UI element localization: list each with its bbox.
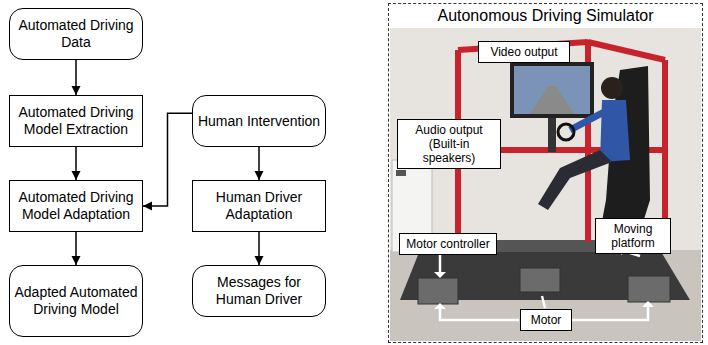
terminal-box: Adapted Automated Driving Model [9,265,143,337]
flow-arrow [143,113,192,210]
monitor [510,62,594,118]
arrowhead [72,171,81,180]
motor-center [520,268,560,292]
arrowhead [255,256,264,265]
part-label: Video output [478,41,570,63]
node-text: Audio output (Built-in speakers) [401,123,497,165]
terminal-box: Human Intervention [192,95,326,147]
cabinet-button [396,170,406,176]
screen [514,66,590,114]
seat [600,66,650,232]
arrowhead [255,171,264,180]
driver-head [601,77,623,99]
motor-right [628,276,670,302]
node-text: Moving platform [599,222,667,250]
node-text: Human Driver Adaptation [196,189,322,223]
monitor-stand [548,118,556,152]
motor-left [418,278,458,304]
node-text: Motor [531,313,562,327]
driver-shirt [600,100,630,162]
part-label: Moving platform [595,218,671,254]
part-label: Motor controller [399,233,497,255]
terminal-box: Messages for Human Driver [192,265,326,317]
node-text: Autonomous Driving Simulator [437,7,653,25]
flow-arrow [255,147,264,180]
node-text: Adapted Automated Driving Model [13,284,139,318]
driver-arm [570,112,604,130]
steering-wheel [558,124,574,140]
node-text: Automated Driving Data [13,17,139,51]
node-text: Video output [490,45,557,59]
node-text: Messages for Human Driver [196,274,322,308]
floor [390,250,701,341]
part-label: Motor [520,309,572,331]
arrowhead [72,256,81,265]
node-text: Motor controller [406,237,489,251]
process-box: Human Driver Adaptation [192,180,326,232]
driver-legs [538,150,612,210]
arrowhead [143,202,152,211]
flow-arrow [255,232,264,265]
part-label: Audio output (Built-in speakers) [397,119,501,169]
process-box: Automated Driving Model Adaptation [9,180,143,232]
road [530,86,574,114]
flow-arrow [72,232,81,265]
wall [390,28,701,341]
flow-arrow [72,147,81,180]
node-text: Human Intervention [198,113,320,130]
simulator-panel: Autonomous Driving SimulatorVideo output… [388,3,703,343]
terminal-box: Automated Driving Data [9,8,143,60]
arrowhead [72,86,81,95]
process-box: Automated Driving Model Extraction [9,95,143,147]
connector-line [143,113,192,206]
node-text: Automated Driving Model Extraction [13,104,139,138]
node-text: Automated Driving Model Adaptation [13,189,139,223]
flow-arrow [72,60,81,95]
